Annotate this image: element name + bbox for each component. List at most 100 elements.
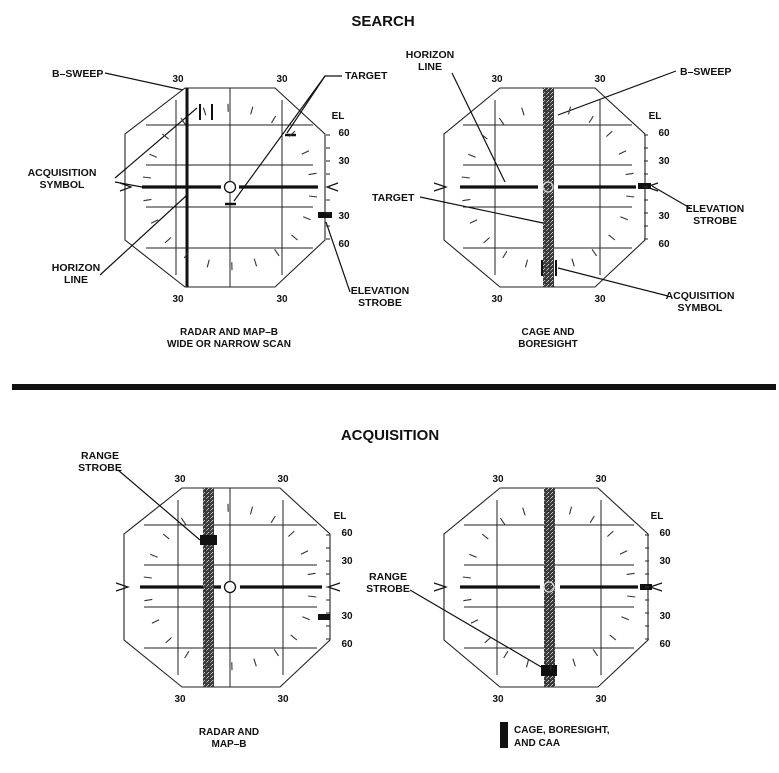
- scope-tick: [626, 572, 635, 576]
- scope-tick: [271, 115, 277, 124]
- caa-legend-swatch: [500, 722, 508, 748]
- panel-radar-map-b-search: 30 30 30 30 EL 60 30 30 60 B–SWEEP TARGE…: [28, 68, 410, 350]
- callout-target: TARGET: [372, 192, 415, 204]
- scope-tick: [503, 650, 509, 659]
- scale-top-right: 30: [595, 474, 607, 485]
- scope-tick: [162, 133, 169, 140]
- scope-tick: [291, 234, 298, 241]
- scope-tick: [461, 176, 470, 179]
- callout-b-sweep: B–SWEEP: [680, 66, 731, 78]
- scope-tick: [620, 216, 629, 221]
- scope-tick: [469, 219, 478, 224]
- el-scale-60-up: 60: [659, 528, 671, 539]
- scope-tick: [607, 530, 614, 537]
- el-scale-60-up: 60: [658, 128, 670, 139]
- scope-tick: [301, 150, 310, 155]
- el-scale-60-up: 60: [341, 528, 353, 539]
- callout-horizon-line-line2: LINE: [64, 274, 88, 286]
- el-scale-30-down: 30: [338, 211, 350, 222]
- callout-range-strobe-line2: STROBE: [78, 462, 122, 474]
- caption-line2: WIDE OR NARROW SCAN: [167, 339, 291, 350]
- el-scale-30-down: 30: [341, 611, 353, 622]
- scope-tick: [588, 115, 594, 124]
- caption-line1: RADAR AND: [199, 727, 259, 738]
- scope-tick: [309, 195, 318, 198]
- scope-tick: [627, 595, 636, 598]
- scale-bottom-left: 30: [492, 694, 504, 705]
- scope-outline: [443, 87, 646, 288]
- scope-tick: [290, 634, 298, 641]
- scope-tick: [307, 572, 316, 576]
- callout-acquisition-symbol-line1: ACQUISITION: [666, 290, 735, 302]
- scope-tick: [253, 658, 257, 667]
- scope-tick: [626, 195, 635, 198]
- scope-tick: [499, 517, 506, 526]
- scope-tick: [149, 553, 158, 558]
- scope-tick: [618, 150, 627, 155]
- scale-top-left: 30: [492, 474, 504, 485]
- callout-horizon-line-line2: LINE: [418, 61, 442, 73]
- el-scale-60-down: 60: [338, 239, 350, 250]
- scale-bottom-right: 30: [276, 294, 288, 305]
- scope-tick: [525, 659, 530, 668]
- scope-tick: [592, 648, 599, 657]
- range-strobe: [200, 535, 217, 545]
- scope-tick: [481, 533, 489, 540]
- panel-cage-boresight-caa-acquisition: 30 30 30 30 EL 60 30 30 60 RANGE STROBE …: [366, 474, 671, 749]
- scope-tick: [524, 259, 529, 268]
- scale-top-left: 30: [491, 74, 503, 85]
- elevation-strobe: [318, 212, 332, 218]
- callout-acquisition-symbol-line1: ACQUISITION: [28, 167, 97, 179]
- scale-top-right: 30: [277, 474, 289, 485]
- scope-tick: [273, 648, 280, 657]
- b-sweep: [203, 488, 214, 687]
- scale-top-right: 30: [594, 74, 606, 85]
- el-scale-60-down: 60: [658, 239, 670, 250]
- el-label: EL: [649, 111, 662, 122]
- scope-tick: [609, 634, 617, 641]
- scope-tick: [184, 650, 190, 659]
- scope-tick: [568, 506, 573, 515]
- caption-line1: RADAR AND MAP–B: [180, 327, 278, 338]
- range-strobe: [541, 665, 557, 676]
- scope-tick: [462, 198, 471, 202]
- callout-acquisition-symbol-line2: SYMBOL: [678, 302, 724, 314]
- scope-tick: [480, 133, 488, 140]
- scope-tick: [270, 515, 276, 524]
- scope-tick: [250, 106, 254, 115]
- boresight-circle: [223, 180, 237, 194]
- scope-tick: [483, 237, 490, 244]
- scale-bottom-right: 30: [595, 694, 607, 705]
- caption-line2: BORESIGHT: [518, 339, 577, 350]
- scope-tick: [249, 506, 254, 515]
- scope-tick: [253, 258, 258, 267]
- el-label: EL: [651, 511, 664, 522]
- el-scale-30-down: 30: [658, 211, 670, 222]
- callout-horizon-line-line1: HORIZON: [52, 262, 100, 274]
- callout-elevation-strobe-line2: STROBE: [358, 297, 402, 309]
- callout-range-strobe-line2: STROBE: [366, 583, 410, 595]
- scope-tick: [608, 234, 616, 241]
- caption-line1: CAGE AND: [522, 327, 575, 338]
- scope-outline: [123, 487, 331, 688]
- scope-tick: [203, 507, 207, 516]
- scope-tick: [183, 250, 189, 259]
- scope-tick: [308, 595, 317, 598]
- scope-tick: [606, 130, 613, 137]
- scope-tick: [302, 216, 311, 221]
- scope-tick: [308, 172, 317, 176]
- scope-tick: [164, 237, 172, 244]
- scope-tick: [206, 659, 211, 668]
- elevation-strobe: [318, 614, 330, 620]
- scale-bottom-left: 30: [174, 694, 186, 705]
- callout-range-strobe-line1: RANGE: [369, 571, 407, 583]
- elevation-strobe: [638, 183, 651, 189]
- scale-bottom-left: 30: [491, 294, 503, 305]
- el-scale-30-down: 30: [659, 611, 671, 622]
- callout-elevation-strobe-line2: STROBE: [693, 215, 737, 227]
- scope-tick: [522, 507, 526, 516]
- scope-tick: [589, 515, 595, 524]
- scope-tick: [467, 153, 476, 158]
- scope-tick: [288, 530, 295, 537]
